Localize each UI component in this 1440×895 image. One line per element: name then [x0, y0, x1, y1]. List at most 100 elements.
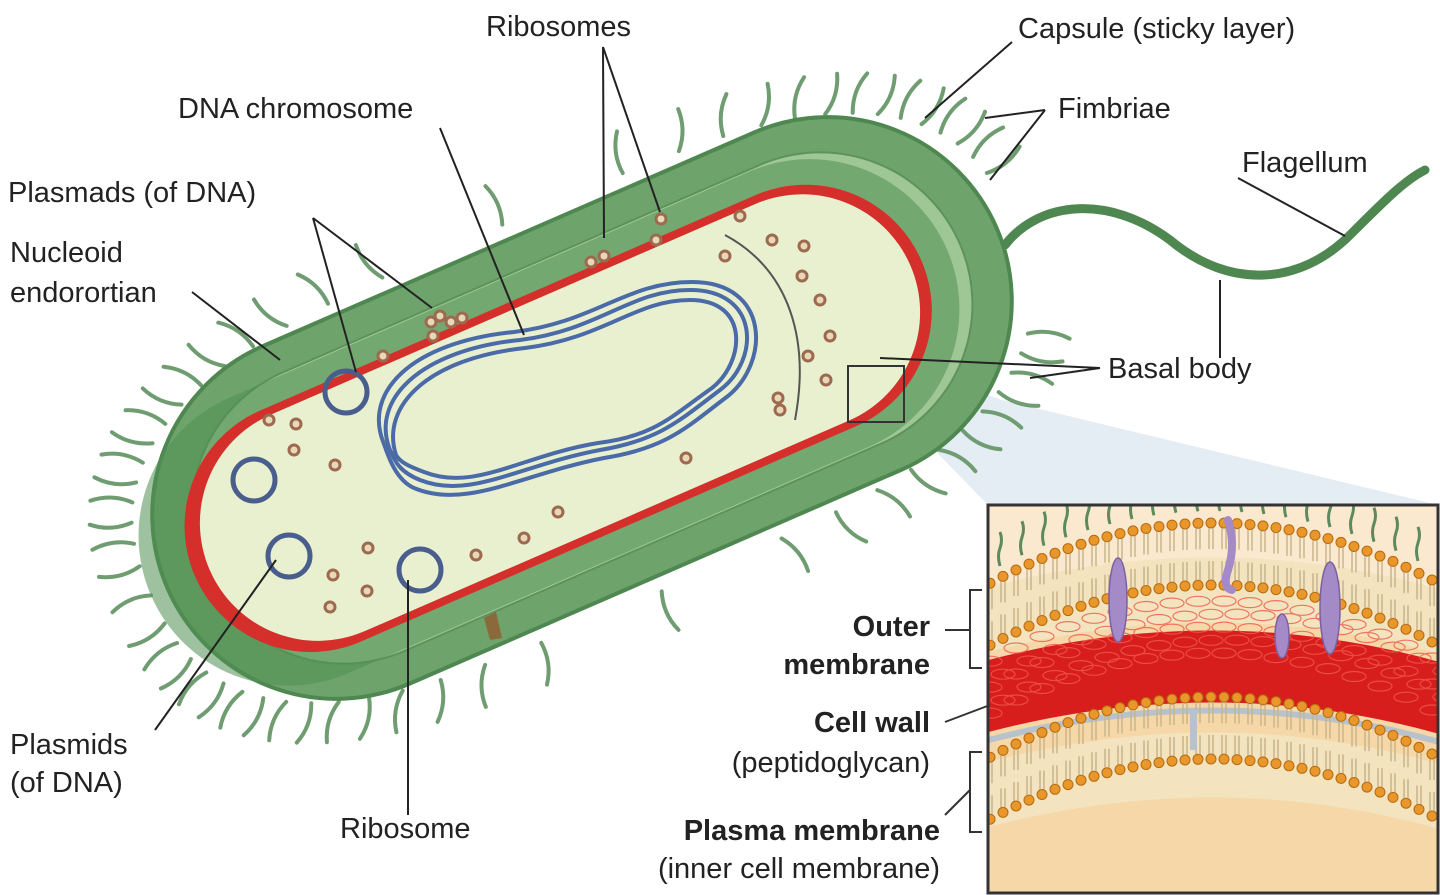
fimbria-hair: [92, 475, 139, 487]
lipid-head: [1140, 697, 1152, 708]
fimbria-hair: [161, 364, 204, 388]
lipid-head: [1205, 753, 1217, 765]
ribosome-dot: [376, 349, 390, 363]
lipid-head: [1322, 533, 1334, 545]
lipid-head: [1257, 694, 1269, 706]
fimbria-hair: [1025, 329, 1072, 341]
fimbria-hair: [539, 640, 551, 687]
fimbria-hair: [980, 409, 1024, 430]
lipid-head: [1023, 558, 1035, 570]
lipid-head: [997, 744, 1009, 756]
lipid-head: [1049, 783, 1061, 795]
lipid-head: [1218, 753, 1230, 765]
membrane-inset: [988, 505, 1438, 893]
membrane-arc: [724, 234, 801, 421]
lipid-head: [1257, 756, 1269, 768]
lipid-head: [1426, 636, 1438, 648]
surface-hair: [1393, 516, 1399, 552]
plasmid-circle: [265, 532, 313, 580]
lipid-head: [1244, 755, 1256, 767]
lipid-head: [1140, 585, 1152, 596]
lipid-head: [1010, 564, 1022, 576]
fimbria-hair: [90, 540, 136, 552]
lipid-head: [1166, 581, 1178, 593]
ribosome-dot: [771, 391, 785, 405]
lipid-head: [1400, 561, 1412, 573]
lipid-head: [1036, 727, 1048, 738]
lipid-head: [1114, 764, 1126, 776]
fimbria-hair: [186, 342, 227, 369]
lipid-head: [1374, 612, 1386, 624]
wall-notch: [484, 612, 502, 640]
lipid-head: [1153, 757, 1165, 769]
lipid-head: [1127, 699, 1139, 711]
lipid-head: [1270, 522, 1282, 534]
lipid-head: [1387, 555, 1399, 567]
lipid-head: [1153, 521, 1165, 533]
lipid-head: [1283, 524, 1295, 536]
surface-hair: [997, 531, 1003, 567]
label-dna-chromosome: DNA chromosome: [178, 93, 414, 125]
ribosome-dot: [361, 541, 375, 555]
lipid-head: [1374, 550, 1386, 562]
ribosome-dot: [649, 233, 663, 247]
lipid-head: [1049, 547, 1061, 559]
lipid-head: [1296, 700, 1308, 712]
ribosome-dot: [323, 600, 337, 614]
inset-frame: [986, 503, 1440, 895]
fimbria-hair: [718, 92, 729, 138]
lipid-head: [1309, 591, 1321, 603]
label-peptidoglycan: (peptidoglycan): [731, 747, 930, 779]
plasmid-circle: [230, 456, 278, 504]
surface-hair: [1173, 505, 1178, 514]
fimbria-hair: [875, 488, 912, 519]
fimbria-hair: [676, 107, 685, 154]
label-fimbriae: Fimbriae: [1058, 93, 1171, 125]
lipid-head: [1244, 519, 1256, 531]
lipid-head: [988, 813, 996, 825]
fimbria-hair: [1009, 370, 1055, 386]
ribosome-dot: [444, 315, 458, 329]
lipid-head: [1127, 587, 1139, 599]
ribosome-dot: [287, 443, 301, 457]
lipid-head: [1166, 693, 1178, 705]
lipid-head: [1426, 810, 1438, 822]
lipid-head: [1400, 797, 1412, 809]
lipid-head: [1075, 600, 1087, 612]
lipid-head: [1036, 789, 1048, 800]
ribosome-dot: [819, 373, 833, 387]
surface-hair: [1041, 511, 1047, 547]
lipid-head: [1400, 735, 1412, 747]
fimbria-hair: [177, 670, 209, 707]
fimbria-hair: [898, 78, 923, 120]
lipid-head: [1361, 607, 1373, 619]
lipid-head: [1348, 715, 1360, 726]
fimbria-hair: [123, 408, 168, 426]
lipid-head: [1192, 753, 1204, 765]
fimbria-hair: [127, 621, 167, 648]
lipid-head: [1244, 693, 1256, 705]
lipid-head: [1153, 695, 1165, 707]
surface-hair: [1063, 505, 1069, 538]
lipid-head: [1010, 738, 1022, 750]
membrane-proteins: [1108, 516, 1341, 659]
label-inner-membrane: (inner cell membrane): [657, 853, 940, 885]
ribosome-dot: [679, 451, 693, 465]
fimbria-hair: [850, 71, 870, 115]
lipid-head: [1088, 708, 1100, 720]
fimbria-hair: [216, 320, 255, 349]
fimbria-hair: [357, 695, 372, 741]
fimbria-hair: [295, 272, 330, 306]
fimbria-hair: [110, 593, 153, 615]
fimbria-hair: [613, 129, 625, 176]
surface-hair: [1019, 520, 1025, 556]
fimbria-hair: [140, 386, 184, 407]
lipid-head: [988, 751, 996, 763]
fimbria-hair: [937, 447, 978, 474]
lipid-head: [1270, 758, 1282, 770]
surface-hair: [1349, 505, 1355, 535]
fimbria-hair: [479, 662, 488, 709]
lipid-head: [1036, 553, 1048, 564]
fimbria-hair: [779, 536, 811, 573]
